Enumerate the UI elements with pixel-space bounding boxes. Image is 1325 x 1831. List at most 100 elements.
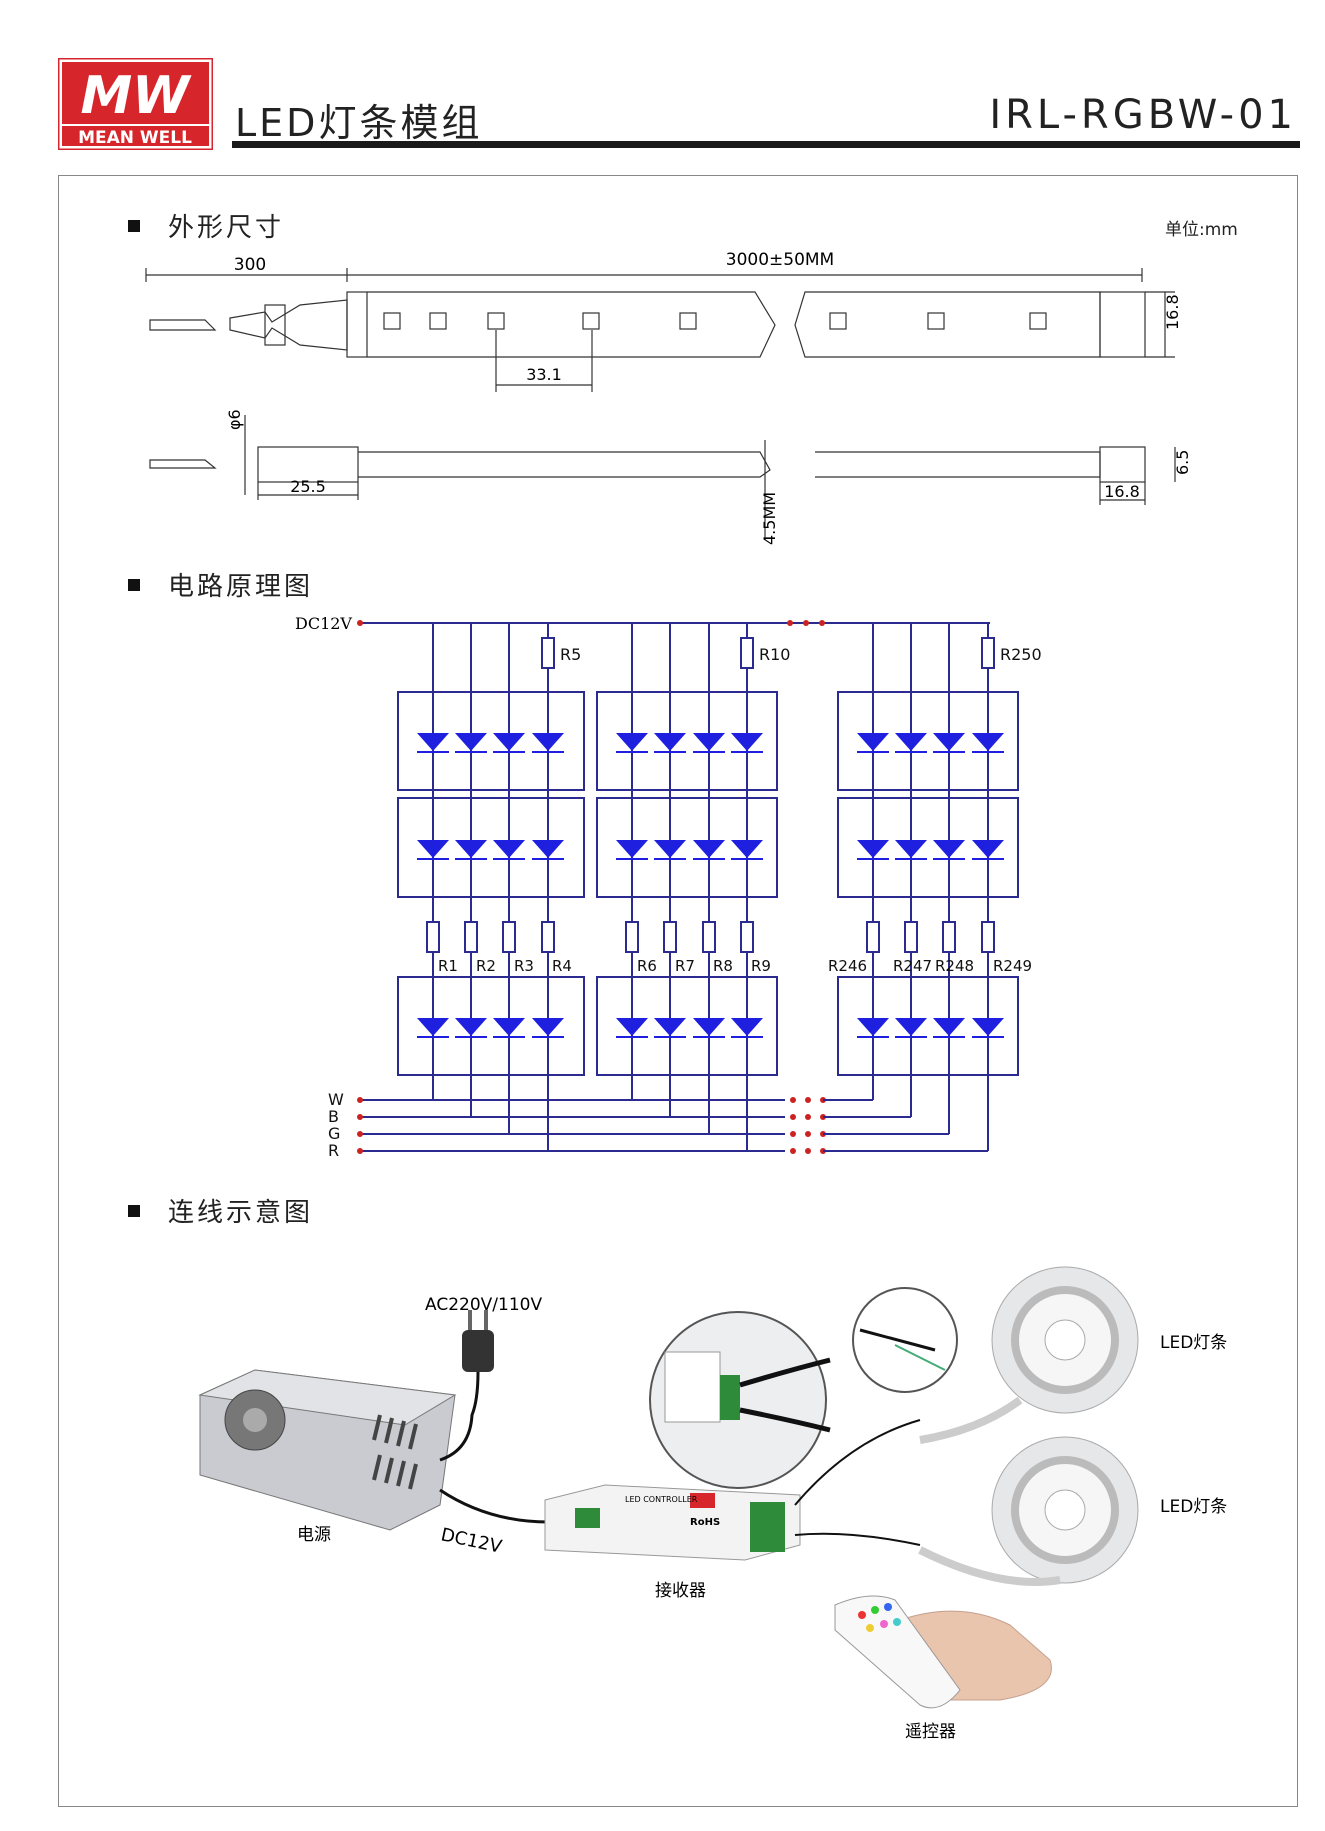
- led-symbol: [972, 733, 1004, 751]
- dc-label: DC12V: [439, 1524, 504, 1558]
- resistor: [464, 921, 478, 953]
- dim-thickness: 4.5MM: [760, 492, 779, 545]
- led-symbol: [532, 1018, 564, 1036]
- led-symbol: [731, 733, 763, 751]
- top-resistor-label: R5: [560, 645, 581, 664]
- resistor-label: R248: [935, 957, 974, 975]
- led-symbol: [616, 733, 648, 751]
- bus-dot: [805, 1131, 811, 1137]
- led-module-box: [837, 691, 1019, 791]
- resistor: [904, 921, 918, 953]
- strip-label-1: LED灯条: [1160, 1333, 1227, 1353]
- led-module-box: [837, 797, 1019, 898]
- remote-label: 遥控器: [905, 1722, 956, 1742]
- dim-height: 16.8: [1163, 294, 1182, 330]
- led-symbol: [972, 840, 1004, 858]
- led-symbol: [933, 840, 965, 858]
- led-symbol: [654, 840, 686, 858]
- resistor-label: R246: [828, 957, 867, 975]
- led-symbol: [417, 1018, 449, 1036]
- section-wiring: 连线示意图: [128, 1192, 313, 1229]
- resistor-label: R8: [713, 957, 733, 975]
- resistor: [981, 921, 995, 953]
- ac-plug-image: [439, 1310, 581, 1524]
- channel-label-2: G: [328, 1124, 340, 1143]
- led-symbol: [455, 840, 487, 858]
- dimension-drawing: 300 3000±50MM 16.8 33.1 φ6 25.5 4.5MM 6.…: [145, 250, 1192, 545]
- channel-label-0: W: [328, 1090, 344, 1109]
- unit-label: 单位:mm: [1165, 220, 1238, 240]
- dim-cable-length: 300: [234, 255, 266, 275]
- resistor: [702, 921, 716, 953]
- mean-well-logo: MW MEAN WELL: [58, 58, 213, 150]
- power-supply-image: [198, 1369, 457, 1531]
- channel-label-1: B: [328, 1107, 339, 1126]
- bus-dot: [805, 1097, 811, 1103]
- resistor: [663, 921, 677, 953]
- supply-terminal: [357, 620, 363, 626]
- resistor: [740, 921, 754, 953]
- resistor-label: R249: [993, 957, 1032, 975]
- controller-rohs: RoHS: [690, 1517, 720, 1528]
- led-symbol: [493, 1018, 525, 1036]
- led-module-box: [596, 976, 778, 1076]
- led-module-box: [837, 976, 1019, 1076]
- supply-dot: [803, 620, 809, 626]
- power-supply-label: 电源: [297, 1525, 331, 1545]
- bus-dot: [790, 1148, 796, 1154]
- led-symbol: [857, 1018, 889, 1036]
- supply-dot: [787, 620, 793, 626]
- dim-cable-dia: φ6: [225, 409, 244, 430]
- led-symbol: [895, 840, 927, 858]
- led-symbol: [493, 733, 525, 751]
- resistor: [625, 921, 639, 953]
- header-rule: [232, 141, 1300, 148]
- led-symbol: [933, 1018, 965, 1036]
- resistor: [426, 921, 440, 953]
- led-symbol: [654, 1018, 686, 1036]
- bus-terminal: [357, 1114, 363, 1120]
- receiver-image: LED CONTROLLER RoHS: [544, 1484, 801, 1561]
- content-frame: [58, 175, 1298, 1807]
- resistor-label: R2: [476, 957, 496, 975]
- top-resistor: [740, 637, 754, 669]
- led-symbol: [493, 840, 525, 858]
- dim-strip-length: 3000±50MM: [726, 250, 834, 270]
- resistor: [866, 921, 880, 953]
- magnifier-image: [649, 1287, 958, 1489]
- bus-terminal: [357, 1148, 363, 1154]
- led-symbol: [532, 733, 564, 751]
- dim-connector: 25.5: [290, 477, 326, 496]
- led-symbol: [895, 733, 927, 751]
- resistor-label: R247: [893, 957, 932, 975]
- led-symbol: [616, 1018, 648, 1036]
- supply-dot: [819, 620, 825, 626]
- led-symbol: [693, 840, 725, 858]
- resistor-label: R9: [751, 957, 771, 975]
- led-symbol: [532, 840, 564, 858]
- bus-dot: [805, 1148, 811, 1154]
- receiver-label: 接收器: [655, 1581, 706, 1601]
- top-resistor-label: R10: [759, 645, 790, 664]
- logo-mark: MW: [80, 66, 192, 126]
- led-symbol: [933, 733, 965, 751]
- led-module-box: [397, 691, 585, 791]
- ac-input-label: AC220V/110V: [425, 1295, 542, 1315]
- led-module-box: [397, 797, 585, 898]
- section-circuit: 电路原理图: [128, 566, 313, 603]
- model-number: IRL-RGBW-01: [989, 92, 1297, 138]
- channel-label-3: R: [328, 1141, 339, 1160]
- led-symbol: [972, 1018, 1004, 1036]
- led-symbol: [857, 733, 889, 751]
- resistor-label: R3: [514, 957, 534, 975]
- led-symbol: [857, 840, 889, 858]
- bus-dot: [790, 1097, 796, 1103]
- page-title: LED灯条模组: [235, 101, 483, 145]
- resistor: [502, 921, 516, 953]
- bus-dot: [790, 1131, 796, 1137]
- led-symbol: [693, 733, 725, 751]
- led-symbol: [417, 840, 449, 858]
- section-dimensions: 外形尺寸: [128, 207, 284, 244]
- dim-end-width: 16.8: [1104, 482, 1140, 501]
